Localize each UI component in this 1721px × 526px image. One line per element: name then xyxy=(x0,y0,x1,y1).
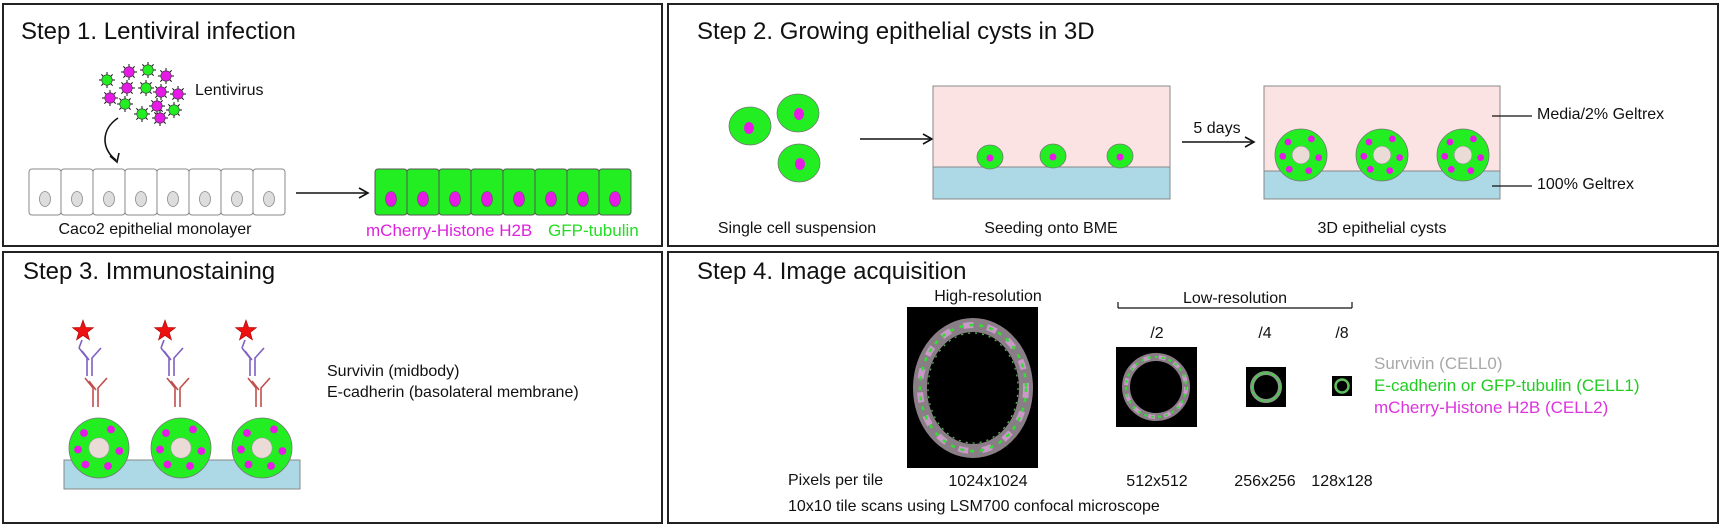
tile-size-512: 512x512 xyxy=(1126,473,1188,490)
virus-particle xyxy=(138,80,154,96)
infected-cell xyxy=(406,168,440,216)
low-res-label: Low-resolution xyxy=(1182,290,1288,307)
seeding-label: Seeding onto BME xyxy=(984,220,1118,237)
step3-title: Step 3. Immunostaining xyxy=(23,258,276,285)
virus-particle xyxy=(117,96,133,112)
epithelial-cell xyxy=(156,168,190,216)
virus-particle xyxy=(153,84,169,100)
epithelial-cell xyxy=(252,168,286,216)
tile-size-256: 256x256 xyxy=(1234,473,1296,490)
epithelial-cell xyxy=(124,168,158,216)
single-cell-label: Single cell suspension xyxy=(717,220,877,237)
virus-particle xyxy=(134,106,150,122)
epithelial-cyst xyxy=(231,417,293,479)
scale-half: /2 xyxy=(1150,325,1164,342)
cyst-well xyxy=(1263,85,1501,200)
scan-label: 10x10 tile scans using LSM700 confocal m… xyxy=(788,498,1160,515)
h2b-label: mCherry-Histone H2B xyxy=(366,221,533,240)
epithelial-cyst xyxy=(150,417,212,479)
virus-particle xyxy=(121,64,137,80)
cysts-label: 3D epithelial cysts xyxy=(1317,220,1447,237)
step2-panel xyxy=(667,3,1719,247)
step2-title: Step 2. Growing epithelial cysts in 3D xyxy=(697,18,1095,45)
virus-particle xyxy=(149,98,165,114)
monolayer-label: Caco2 epithelial monolayer xyxy=(58,221,252,238)
epithelial-cell xyxy=(220,168,254,216)
tile-size-1024: 1024x1024 xyxy=(948,473,1028,490)
epithelial-cyst xyxy=(1436,128,1490,182)
seeding-well xyxy=(932,85,1171,200)
days-label: 5 days xyxy=(1193,120,1241,137)
legend-ecadherin: E-cadherin or GFP-tubulin (CELL1) xyxy=(1374,376,1640,395)
virus-particle xyxy=(119,80,135,96)
virus-particle xyxy=(158,68,174,84)
survivin-label: Survivin (midbody) xyxy=(327,363,460,380)
virus-particle xyxy=(140,62,156,78)
seeding-arrow-head xyxy=(922,133,934,145)
virus-particle xyxy=(99,72,115,88)
legend-survivin: Survivin (CELL0) xyxy=(1374,354,1503,373)
stained-cysts xyxy=(68,417,293,479)
ecadherin-label: E-cadherin (basolateral membrane) xyxy=(327,384,579,401)
infection-arrow-head xyxy=(109,152,120,164)
high-res-image xyxy=(907,307,1038,468)
step2-illustration xyxy=(728,85,1532,200)
virus-particle xyxy=(166,102,182,118)
epithelial-cyst xyxy=(1355,128,1409,182)
step1-illustration xyxy=(28,62,632,216)
media-label: Media/2% Geltrex xyxy=(1537,106,1665,123)
infected-cell xyxy=(566,168,600,216)
virus-particle xyxy=(152,110,168,126)
step4-title: Step 4. Image acquisition xyxy=(697,258,967,285)
epithelial-cyst xyxy=(1274,128,1328,182)
infected-monolayer xyxy=(374,168,632,216)
geltrex-label: 100% Geltrex xyxy=(1537,176,1634,193)
infection-arrow xyxy=(104,117,119,161)
pixels-per-tile-label: Pixels per tile xyxy=(788,472,884,489)
infected-cell xyxy=(438,168,472,216)
fluorophore-star xyxy=(234,319,258,341)
fluorophore-star xyxy=(71,319,95,341)
high-res-label: High-resolution xyxy=(934,288,1042,305)
tubulin-label: GFP-tubulin xyxy=(548,221,639,240)
virus-particle xyxy=(102,90,118,106)
step1-title: Step 1. Lentiviral infection xyxy=(21,18,296,45)
lentivirus-label: Lentivirus xyxy=(195,82,264,99)
infected-cell xyxy=(598,168,632,216)
days-arrow-head xyxy=(1244,136,1256,148)
antibody-stack xyxy=(153,319,190,407)
uninfected-monolayer xyxy=(28,168,286,216)
epithelial-cell xyxy=(188,168,222,216)
tile-size-128: 128x128 xyxy=(1311,473,1373,490)
virus-particle xyxy=(170,86,186,102)
lentivirus-cluster xyxy=(99,62,186,126)
step3-illustration xyxy=(63,319,301,490)
single-cells xyxy=(728,93,821,183)
fluorophore-star xyxy=(153,319,177,341)
half-res-image xyxy=(1116,347,1197,427)
epithelial-cell xyxy=(60,168,94,216)
antibody-stack xyxy=(71,319,108,407)
antibody-stack xyxy=(234,319,271,407)
scale-quarter: /4 xyxy=(1258,325,1272,342)
antibody-stacks xyxy=(71,319,271,407)
legend-h2b: mCherry-Histone H2B (CELL2) xyxy=(1374,398,1609,417)
quarter-res-image xyxy=(1246,367,1286,407)
scale-eighth: /8 xyxy=(1335,325,1349,342)
transduction-arrow-head xyxy=(358,187,370,199)
epithelial-cyst xyxy=(68,417,130,479)
eighth-res-image xyxy=(1332,376,1352,396)
